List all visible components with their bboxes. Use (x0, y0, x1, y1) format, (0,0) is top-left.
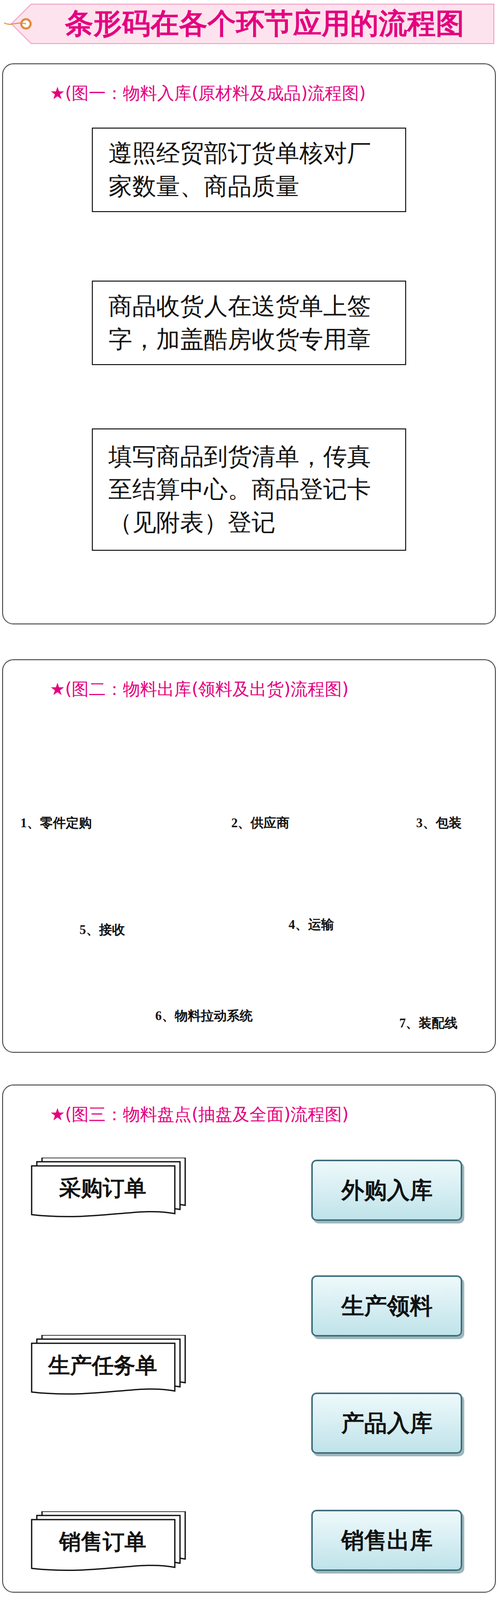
box-text: 商品收货人在送货单上签字，加盖酷房收货专用章 (108, 289, 390, 356)
process-box: 商品收货人在送货单上签字，加盖酷房收货专用章 (91, 280, 407, 366)
title-tag-part (11, 4, 494, 44)
box-text: 产品入库 (341, 1408, 433, 1440)
box-text: 生产任务单 (30, 1343, 175, 1389)
panel-heading: ★(图一：物料入库(原材料及成品)流程图) (49, 81, 366, 106)
document-shape: 采购订单 (30, 1157, 187, 1222)
title-tag (4, 4, 494, 44)
process-box: 生产领料 (311, 1275, 463, 1337)
title-tag-part (4, 22, 26, 25)
process-box: 外购入库 (311, 1159, 463, 1222)
process-box: 销售出库 (311, 1510, 463, 1572)
process-box: 填写商品到货清单，传真至结算中心。商品登记卡（见附表）登记 (91, 428, 407, 551)
icon-caption: 2、供应商 (231, 814, 290, 832)
box-text: 生产领料 (341, 1291, 433, 1322)
icon-caption: 4、运输 (288, 916, 335, 934)
icon-caption: 5、接收 (79, 921, 126, 939)
document-shape: 销售订单 (30, 1511, 187, 1575)
box-text: 外购入库 (341, 1175, 433, 1207)
icon-caption: 3、包装 (416, 814, 462, 832)
panel-frame: ★(图三：物料盘点(抽盘及全面)流程图) 采购订单 外购入库生产领料生产任务单产品入… (2, 1084, 496, 1594)
icon-caption: 1、零件定购 (20, 814, 92, 832)
panel-heading: ★(图三：物料盘点(抽盘及全面)流程图) (49, 1103, 349, 1127)
box-text: 销售出库 (341, 1525, 433, 1557)
process-box: 产品入库 (311, 1392, 463, 1455)
panel-frame: ★(图二：物料出库(领料及出货)流程图) (2, 659, 496, 1054)
panel-heading: ★(图二：物料出库(领料及出货)流程图) (49, 678, 349, 702)
title-text: 条形码在各个环节应用的流程图 (36, 4, 493, 44)
box-text: 采购订单 (30, 1166, 175, 1211)
icon-caption: 7、装配线 (399, 1014, 459, 1032)
box-text: 遵照经贸部订货单核对厂家数量、商品质量 (108, 136, 390, 203)
box-text: 销售订单 (30, 1519, 175, 1565)
box-text: 填写商品到货清单，传真至结算中心。商品登记卡（见附表）登记 (108, 440, 390, 539)
icon-caption: 6、物料拉动系统 (155, 1007, 253, 1025)
document-shape: 生产任务单 (30, 1335, 187, 1399)
panel-frame: ★(图一：物料入库(原材料及成品)流程图) 遵照经贸部订货单核对厂家数量、商品质量… (2, 63, 496, 625)
process-box: 遵照经贸部订货单核对厂家数量、商品质量 (91, 127, 407, 213)
